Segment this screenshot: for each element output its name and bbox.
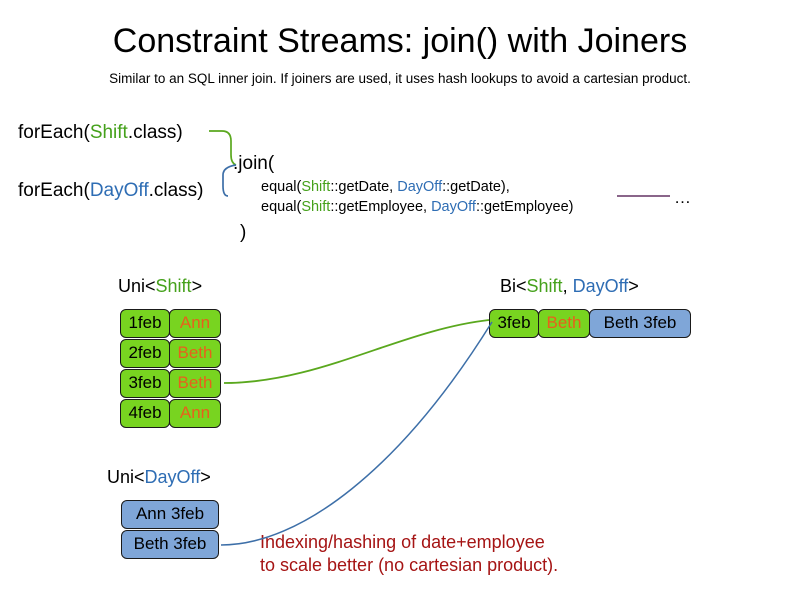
code-equal-date: equal(Shift::getDate, DayOff::getDate), [261, 178, 510, 197]
tuple-cell-pair: Beth 3feb [589, 309, 691, 338]
equal-date-prefix: equal( [261, 179, 302, 195]
uni-shift-tuple-list: 1feb Ann 2feb Beth 3feb Beth 4feb Ann [120, 309, 221, 429]
bi-label-prefix: Bi< [500, 276, 527, 296]
uni-shift-label-type: Shift [155, 276, 192, 296]
brace-arm-shift [209, 130, 237, 166]
table-row[interactable]: Beth 3feb [121, 530, 219, 559]
tuple-cell-employee: Ann [169, 399, 221, 428]
annotation-line-2: to scale better (no cartesian product). [260, 555, 559, 575]
code-foreach-shift: forEach(Shift.class) [18, 121, 183, 145]
tuple-cell-employee: Beth [169, 369, 221, 398]
tuple-cell-pair: Ann 3feb [121, 500, 219, 529]
equal-date-left-method: ::getDate, [330, 179, 398, 195]
uni-shift-label-prefix: Uni< [118, 276, 156, 296]
equal-date-left-type: Shift [301, 179, 331, 195]
table-row[interactable]: 1feb Ann [120, 309, 221, 338]
bi-label-type-b: DayOff [572, 276, 629, 296]
page-title: Constraint Streams: join() with Joiners [112, 22, 688, 60]
tuple-cell-date: 1feb [120, 309, 170, 338]
bi-tuple-row[interactable]: 3feb Beth Beth 3feb [489, 309, 691, 338]
foreach-dayoff-suffix: .class) [148, 180, 204, 201]
code-foreach-dayoff: forEach(DayOff.class) [18, 179, 204, 203]
code-join-open: .join( [233, 153, 275, 174]
table-row[interactable]: 2feb Beth [120, 339, 221, 368]
uni-dayoff-label-suffix: > [200, 467, 211, 487]
page-subtitle: Similar to an SQL inner join. If joiners… [109, 71, 691, 86]
equal-employee-right-type: DayOff [431, 199, 476, 215]
uni-dayoff-tuple-list: Ann 3feb Beth 3feb [121, 500, 219, 560]
tuple-cell-date: 4feb [120, 399, 170, 428]
connector-dayoff-to-bi [220, 321, 493, 546]
bi-label-suffix: > [628, 276, 639, 296]
table-row[interactable]: 4feb Ann [120, 399, 221, 428]
uni-shift-label-suffix: > [191, 276, 203, 296]
tuple-cell-employee: Beth [169, 339, 221, 368]
code-join-close: ) [240, 222, 247, 243]
tuple-cell-pair: Beth 3feb [121, 530, 219, 559]
tuple-cell-employee: Beth [538, 309, 590, 338]
label-uni-shift: Uni<Shift> [118, 275, 202, 297]
equal-employee-right-method: ::getEmployee) [475, 199, 574, 215]
equal-date-right-type: DayOff [397, 179, 443, 195]
bi-label-type-a: Shift [526, 276, 563, 296]
tuple-cell-date: 2feb [120, 339, 170, 368]
tuple-cell-date: 3feb [489, 309, 539, 338]
table-row[interactable]: Ann 3feb [121, 500, 219, 529]
annotation-line-1: Indexing/hashing of date+employee [260, 532, 545, 552]
tuple-cell-date: 3feb [120, 369, 170, 398]
annotation-text: Indexing/hashing of date+employee to sca… [260, 531, 558, 577]
bi-label-separator: , [562, 276, 573, 296]
equal-employee-left-type: Shift [301, 199, 331, 215]
foreach-shift-prefix: forEach( [18, 122, 90, 143]
foreach-shift-suffix: .class) [127, 122, 183, 143]
equal-employee-left-method: ::getEmployee, [330, 199, 432, 215]
table-row[interactable]: 3feb Beth [120, 369, 221, 398]
label-uni-dayoff: Uni<DayOff> [107, 466, 211, 488]
label-bi-stream: Bi<Shift, DayOff> [500, 275, 639, 297]
equal-employee-prefix: equal( [261, 199, 302, 215]
code-equal-employee: equal(Shift::getEmployee, DayOff::getEmp… [261, 198, 573, 217]
foreach-shift-type: Shift [89, 122, 128, 143]
equal-date-right-method: ::getDate), [442, 179, 510, 195]
code-ellipsis: … [674, 188, 691, 207]
connector-shift-to-bi [223, 319, 490, 384]
foreach-dayoff-prefix: forEach( [18, 180, 90, 201]
uni-dayoff-label-type: DayOff [144, 467, 201, 487]
foreach-dayoff-type: DayOff [89, 180, 149, 201]
tuple-cell-employee: Ann [169, 309, 221, 338]
uni-dayoff-label-prefix: Uni< [107, 467, 145, 487]
